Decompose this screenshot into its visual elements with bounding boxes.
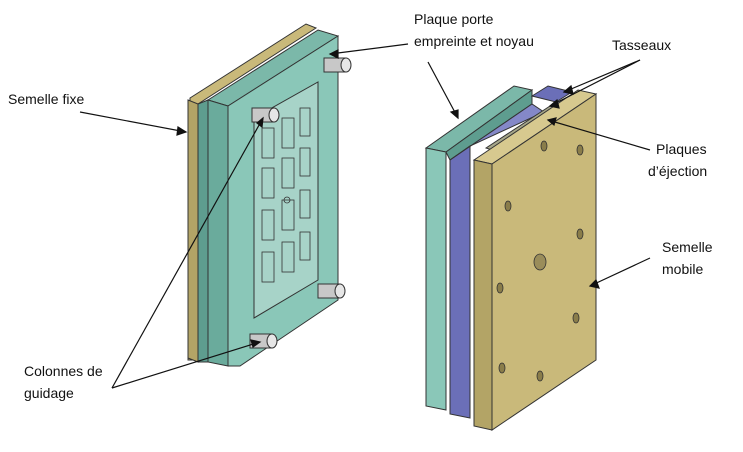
label-plaques-ejection-line2: d’éjection <box>648 163 707 179</box>
guide-pillar-top-right <box>323 57 352 73</box>
label-plaque-porte-line2: empreinte et noyau <box>414 33 534 49</box>
label-semelle-mobile-line1: Semelle <box>662 239 713 255</box>
label-semelle-fixe: Semelle fixe <box>8 91 84 107</box>
label-colonnes-line1: Colonnes de <box>24 363 103 379</box>
label-plaque-porte-line1: Plaque porte <box>414 11 494 27</box>
leader-lines <box>79 43 651 389</box>
fixed-half <box>187 23 352 367</box>
label-semelle-mobile-line2: mobile <box>662 261 703 277</box>
plaque-mobile-face <box>425 147 447 411</box>
plaques-ejection <box>449 145 471 419</box>
guide-pillar-bottom-right <box>317 283 346 299</box>
label-plaques-ejection-line1: Plaques <box>656 141 707 157</box>
label-tasseaux: Tasseaux <box>612 37 671 53</box>
label-colonnes-line2: guidage <box>24 385 74 401</box>
guide-pillar-top-left <box>251 107 280 123</box>
moving-half <box>424 85 598 431</box>
